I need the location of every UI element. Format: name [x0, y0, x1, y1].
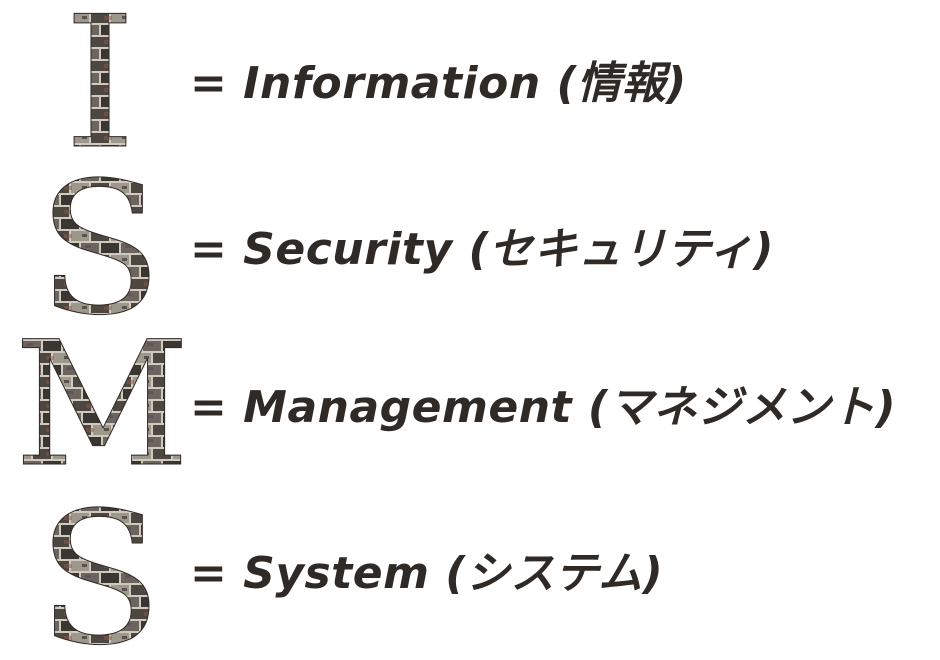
letter-s-glyph: S — [38, 143, 163, 355]
expansion-security: = Security (セキュリティ) — [190, 224, 775, 275]
expansion-management: = Management (マネジメント) — [190, 382, 897, 433]
brick-letter-i: I — [64, 0, 137, 190]
expansion-system: = System (システム) — [190, 548, 664, 599]
brick-letter-s-security: S — [37, 143, 163, 356]
expansion-information: = Information (情報) — [190, 58, 687, 109]
letter-i-glyph: I — [64, 0, 136, 189]
brick-letter-m: M — [13, 304, 190, 506]
letter-m-glyph: M — [14, 304, 190, 505]
brick-letter-s-system: S — [37, 473, 163, 660]
letter-s-glyph: S — [38, 473, 163, 660]
